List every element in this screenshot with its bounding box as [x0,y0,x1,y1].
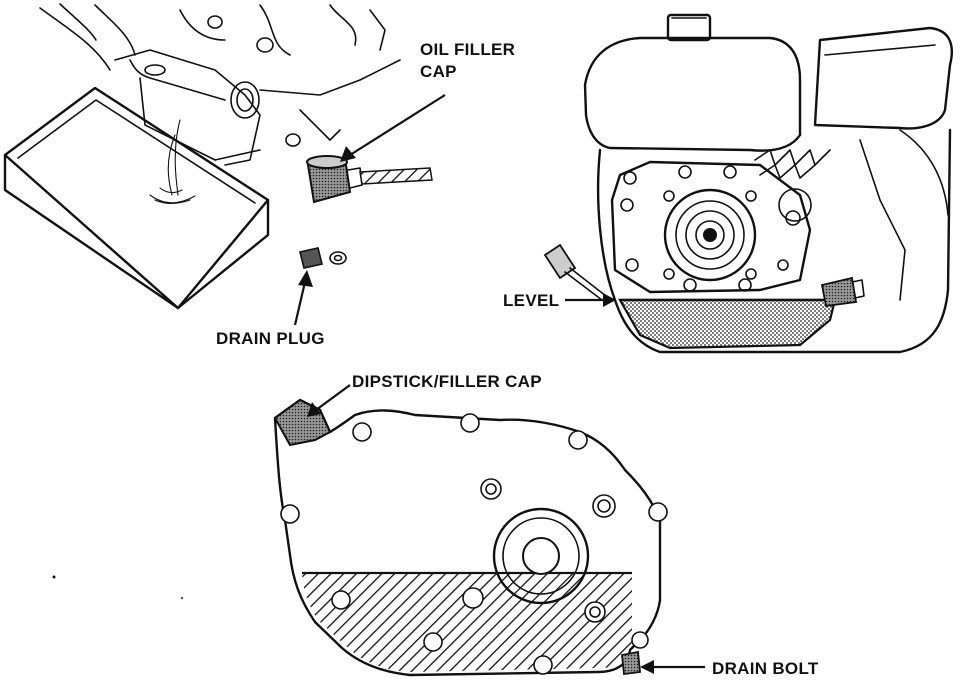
oil-filler-cap-label-line2: CAP [420,62,457,81]
oil-filler-cap-arrow [340,94,446,162]
dipstick-filler-cap-arrow [307,384,351,417]
drain-bolt-arrow [640,660,705,674]
drain-bolt-part [621,650,641,676]
drain-plug-part [299,247,347,269]
drain-plug-label: DRAIN PLUG [216,329,325,348]
cover-bolts [620,165,812,292]
cover-plate-diagram [273,398,668,677]
plate-center-boss [492,507,590,605]
oil-sump-level [618,298,837,350]
engine-side-view [543,13,953,354]
drain-bolt-label: DRAIN BOLT [712,659,819,678]
plate-bolts [280,413,668,675]
dipstick-part [543,243,607,301]
level-label: LEVEL [503,291,559,310]
oil-hatched-region [302,573,632,672]
drain-illustration [3,3,433,310]
crankshaft-boss [663,188,757,282]
level-arrow [565,293,616,307]
oil-drain-pan [3,86,270,310]
oil-filler-cap-part [306,155,433,204]
drain-plug-arrow [293,270,313,326]
oil-filler-cap-label: OIL FILLER [420,40,515,59]
crankcase-outline [39,3,401,166]
filler-spout-right [820,276,865,308]
dipstick-filler-cap-label: DIPSTICK/FILLER CAP [352,372,542,391]
